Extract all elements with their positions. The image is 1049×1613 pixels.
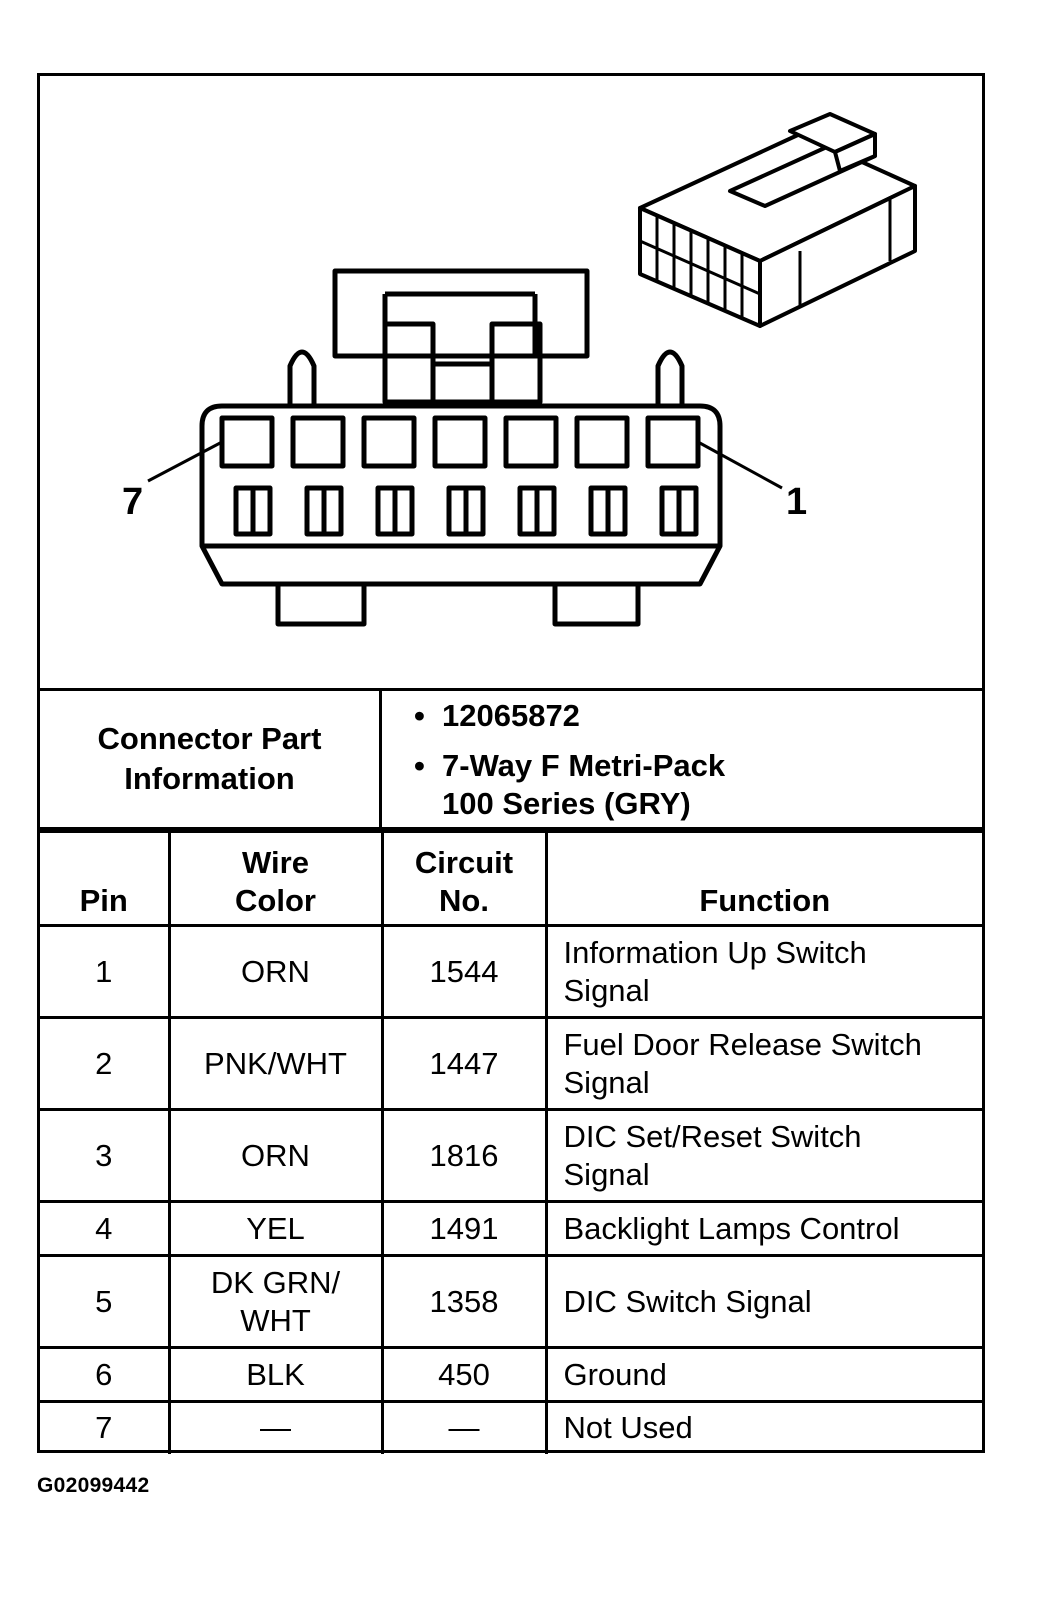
part-info-label-cell: Connector Part Information	[40, 691, 382, 827]
header-pin: Pin	[40, 830, 171, 927]
connector-foot-right	[552, 584, 641, 627]
pin-assignment-table: Pin Wire Color Circuit No. Function 1 OR…	[40, 830, 982, 1454]
cavity-4	[432, 415, 488, 469]
cell-circuit-no: 450	[380, 1346, 548, 1403]
cell-circuit-no: —	[380, 1400, 548, 1454]
header-wire-color: Wire Color	[167, 830, 384, 927]
table-row: 6 BLK 450 Ground	[40, 1346, 982, 1403]
pin-label-7: 7	[122, 481, 143, 523]
table-row: 1 ORN 1544 Information Up Switch Signal	[40, 924, 982, 1019]
connector-card: 7 1	[37, 73, 985, 1454]
cell-function: Not Used	[544, 1400, 982, 1454]
connector-post-left	[287, 349, 317, 406]
cell-function: DIC Set/Reset Switch Signal	[544, 1108, 982, 1203]
part-info-label: Connector Part Information	[97, 721, 322, 796]
cavity-6	[290, 415, 346, 469]
leader-line-1	[697, 440, 783, 490]
cell-wire-color: —	[167, 1400, 384, 1454]
cell-function: Backlight Lamps Control	[544, 1200, 982, 1257]
cell-wire-color: YEL	[167, 1200, 384, 1257]
connector-part-information: Connector Part Information 12065872 7-Wa…	[40, 688, 982, 830]
cavity-5	[361, 415, 417, 469]
part-number: 12065872	[414, 697, 982, 735]
cell-circuit-no: 1544	[380, 924, 548, 1019]
cell-circuit-no: 1358	[380, 1254, 548, 1349]
table-row: 7 — — Not Used	[40, 1400, 982, 1454]
cell-function: DIC Switch Signal	[544, 1254, 982, 1349]
cavity-3	[503, 415, 559, 469]
cell-pin: 3	[40, 1108, 171, 1203]
cell-pin: 7	[40, 1400, 171, 1454]
cell-wire-color: PNK/WHT	[167, 1016, 384, 1111]
cell-pin: 6	[40, 1346, 171, 1403]
cell-wire-color: BLK	[167, 1346, 384, 1403]
header-function: Function	[544, 830, 982, 927]
cell-wire-color: ORN	[167, 1108, 384, 1203]
cell-circuit-no: 1816	[380, 1108, 548, 1203]
part-info-values: 12065872 7-Way F Metri-Pack 100 Series (…	[382, 691, 982, 827]
cell-circuit-no: 1447	[380, 1016, 548, 1111]
table-row: 2 PNK/WHT 1447 Fuel Door Release Switch …	[40, 1016, 982, 1111]
cell-function: Information Up Switch Signal	[544, 924, 982, 1019]
leader-line-7	[147, 440, 223, 483]
cell-pin: 1	[40, 924, 171, 1019]
cavity-7	[219, 415, 275, 469]
table-row: 3 ORN 1816 DIC Set/Reset Switch Signal	[40, 1108, 982, 1203]
cell-circuit-no: 1491	[380, 1200, 548, 1257]
cell-wire-color: ORN	[167, 924, 384, 1019]
table-header-row: Pin Wire Color Circuit No. Function	[40, 830, 982, 927]
pin-label-1: 1	[786, 481, 807, 523]
cavity-2	[574, 415, 630, 469]
cell-function: Ground	[544, 1346, 982, 1403]
connector-post-right	[655, 349, 685, 406]
cell-function: Fuel Door Release Switch Signal	[544, 1016, 982, 1111]
cell-pin: 2	[40, 1016, 171, 1111]
cell-pin: 5	[40, 1254, 171, 1349]
header-circuit-no: Circuit No.	[380, 830, 548, 927]
connector-type: 7-Way F Metri-Pack 100 Series (GRY)	[414, 747, 782, 823]
cell-wire-color: DK GRN/ WHT	[167, 1254, 384, 1349]
table-row: 4 YEL 1491 Backlight Lamps Control	[40, 1200, 982, 1257]
cell-pin: 4	[40, 1200, 171, 1257]
table-row: 5 DK GRN/ WHT 1358 DIC Switch Signal	[40, 1254, 982, 1349]
connector-foot-left	[275, 584, 367, 627]
connector-isometric-view	[638, 112, 917, 328]
connector-body	[199, 403, 723, 587]
figure-id-caption: G02099442	[37, 1474, 150, 1497]
connector-diagram: 7 1	[40, 76, 982, 688]
cavity-1	[645, 415, 701, 469]
connector-lock-tab	[332, 268, 590, 359]
connector-face-view: 7 1	[122, 112, 917, 627]
